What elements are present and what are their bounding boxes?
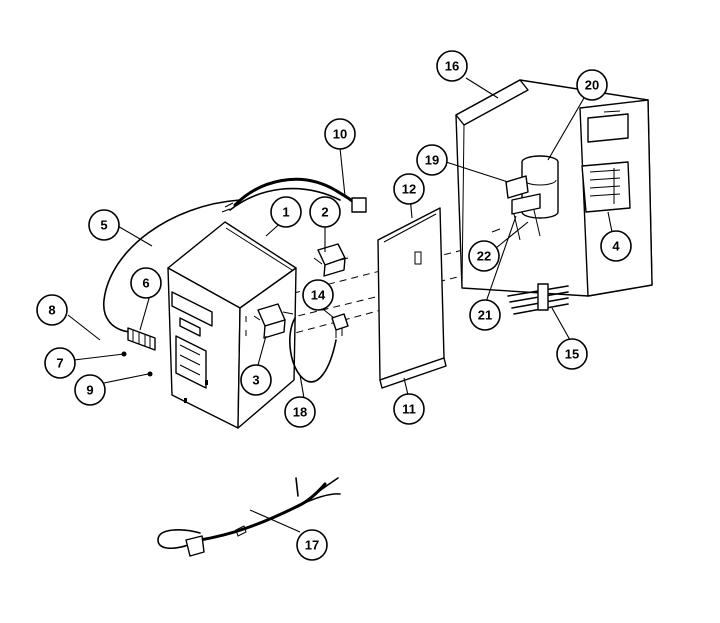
callout-label: 12 <box>402 182 416 197</box>
part-22-screw <box>491 228 501 233</box>
leader-lines <box>67 77 613 533</box>
callout-18: 18 <box>284 396 316 428</box>
callout-label: 6 <box>142 276 149 291</box>
callout-17: 17 <box>296 529 328 561</box>
callout-label: 1 <box>282 205 289 220</box>
part-15-connector <box>507 283 569 315</box>
part-14-sensor <box>331 313 349 338</box>
callout-4: 4 <box>600 230 632 262</box>
screws <box>121 351 153 377</box>
callout-label: 17 <box>305 538 319 553</box>
callout-11: 11 <box>393 393 425 425</box>
part-5-loop-wire <box>103 199 241 333</box>
callout-2: 2 <box>309 196 341 228</box>
callout-14: 14 <box>302 279 334 311</box>
callout-label: 10 <box>333 127 347 142</box>
callout-16: 16 <box>436 50 468 82</box>
callout-label: 21 <box>478 308 492 323</box>
callout-21: 21 <box>469 299 501 331</box>
callout-label: 9 <box>86 383 93 398</box>
callout-22: 22 <box>468 240 500 272</box>
callout-label: 5 <box>100 218 107 233</box>
callout-label: 14 <box>311 288 326 303</box>
part-17-power-cord <box>157 477 341 557</box>
callout-label: 18 <box>293 405 307 420</box>
callout-15: 15 <box>556 338 588 370</box>
callout-label: 11 <box>402 402 416 417</box>
callout-8: 8 <box>36 294 68 326</box>
callout-6: 6 <box>130 267 162 299</box>
callout-label: 7 <box>56 356 63 371</box>
part-1-control-box <box>167 221 297 429</box>
callout-19: 19 <box>416 144 448 176</box>
part-2-relay <box>313 243 349 277</box>
callout-9: 9 <box>74 374 106 406</box>
part-4-bracket <box>581 161 631 213</box>
part-10-wire-harness <box>221 177 367 213</box>
callout-label: 15 <box>565 347 579 362</box>
part-11-door-panel <box>377 207 447 389</box>
callout-label: 22 <box>477 249 491 264</box>
part-18-sensor-leads <box>289 317 337 383</box>
callout-label: 16 <box>445 59 459 74</box>
callout-7: 7 <box>44 347 76 379</box>
part-6-terminal-block <box>127 327 156 351</box>
callout-label: 2 <box>321 205 328 220</box>
callout-20: 20 <box>576 69 608 101</box>
callout-label: 20 <box>585 78 599 93</box>
callout-10: 10 <box>324 118 356 150</box>
callout-label: 8 <box>48 303 55 318</box>
part-3-switch <box>253 303 294 339</box>
callout-1: 1 <box>270 196 302 228</box>
callout-12: 12 <box>393 173 425 205</box>
callout-5: 5 <box>88 209 120 241</box>
callout-label: 4 <box>612 239 620 254</box>
callout-label: 3 <box>252 373 259 388</box>
part-19-capacitor-bracket <box>505 175 541 215</box>
callout-label: 19 <box>425 153 439 168</box>
callout-3: 3 <box>240 364 272 396</box>
